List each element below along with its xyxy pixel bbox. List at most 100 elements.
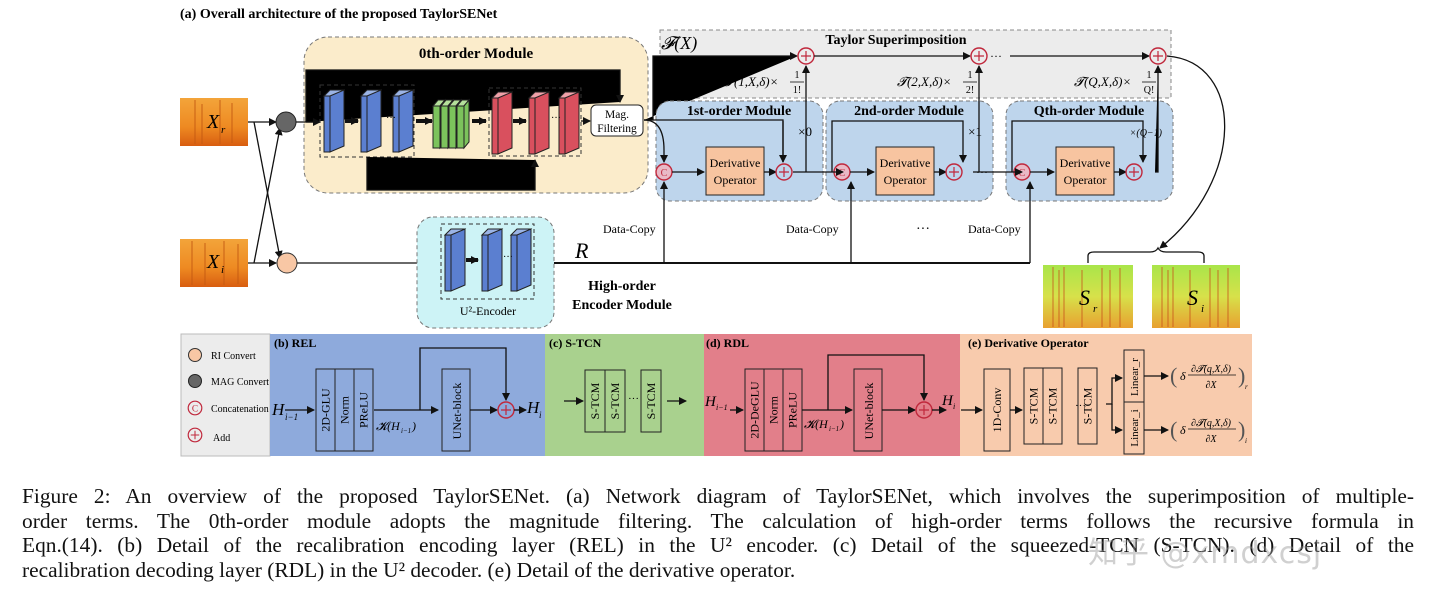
concatenation-legend-icon: C: [187, 400, 203, 416]
layer-block: S-TCM: [1042, 367, 1063, 445]
svg-text:Operator: Operator: [1064, 173, 1107, 187]
xi-subscript: i: [221, 264, 224, 276]
multiplier-label: ×1: [968, 124, 982, 139]
svg-text:): ): [411, 419, 416, 433]
layer-block: S-TCM: [584, 369, 606, 433]
svg-text:r: r: [1093, 303, 1098, 315]
svg-text:S-TCM: S-TCM: [1081, 387, 1095, 424]
legend: RI Convert MAG Convert C Concatenation A…: [180, 333, 271, 457]
svg-text:i−1: i−1: [829, 425, 839, 433]
architecture-diagram: C (a) Overall architecture of the propos…: [180, 7, 1252, 457]
svg-text:r: r: [1245, 383, 1248, 391]
svg-text:Norm: Norm: [767, 395, 781, 424]
svg-text:···: ···: [503, 252, 513, 263]
svg-text:∂𝓣(q,X,δ): ∂𝓣(q,X,δ): [1191, 364, 1232, 375]
encoder-blocks: ···: [322, 89, 415, 153]
svg-text:H: H: [941, 393, 954, 409]
mag-filtering-block: [590, 104, 644, 137]
derivative-operator-block: [705, 146, 765, 196]
mag-convert-legend-icon: [188, 374, 202, 388]
svg-text:1: 1: [795, 70, 800, 81]
output-formula-r: ( δ ∂𝓣(q,X,δ) ∂X ) r: [1170, 363, 1248, 391]
svg-text:···: ···: [990, 49, 1002, 63]
stcn-blocks: [431, 98, 471, 150]
panel-a-title: (a) Overall architecture of the proposed…: [180, 7, 498, 22]
encoder-label: U²-Encoder: [339, 70, 395, 84]
data-copy-label-1: Data-Copy: [603, 222, 656, 236]
xi-label: X: [206, 251, 220, 273]
output-spectrogram-sr: S r: [1043, 265, 1133, 328]
svg-text:S: S: [1079, 285, 1090, 310]
layer-block: Norm: [334, 368, 355, 452]
mag-filter-label-1: Mag.: [605, 109, 629, 121]
svg-text:𝓣(1,X,δ)×: 𝓣(1,X,δ)×: [724, 74, 778, 89]
svg-text:PReLU: PReLU: [786, 392, 800, 428]
svg-text:2D-DeGLU: 2D-DeGLU: [748, 381, 762, 439]
svg-text:S-TCM: S-TCM: [644, 382, 658, 419]
unet-block-label: UNet-block: [450, 383, 464, 440]
svg-text:Derivative: Derivative: [1060, 156, 1111, 170]
ri-convert-icon: [276, 252, 298, 274]
svg-text:(: (: [1170, 363, 1177, 388]
multiplier-label: ×0: [798, 124, 812, 139]
zeroth-order-module: 0th-order Module U²-Encoder ··· S-TCN U²…: [296, 36, 649, 194]
layer-block: 2D-GLU: [315, 368, 336, 452]
svg-text:1!: 1!: [793, 85, 801, 96]
svg-text:∂X: ∂X: [1205, 434, 1217, 445]
svg-text:∂𝓣(q,X,δ): ∂𝓣(q,X,δ): [1191, 418, 1232, 429]
ellipsis: ···: [916, 222, 930, 237]
svg-text:2D-GLU: 2D-GLU: [319, 388, 333, 432]
output-formula-i: ( δ ∂𝓣(q,X,δ) ∂X ) i: [1170, 417, 1247, 445]
svg-text:···: ···: [386, 113, 396, 124]
svg-text:···: ···: [1075, 400, 1086, 412]
svg-text:i: i: [1201, 303, 1204, 315]
svg-text:1: 1: [968, 70, 973, 81]
output-spectrogram-si: S i: [1152, 265, 1240, 328]
panel-d-title: (d) RDL: [706, 336, 749, 350]
svg-text:i−1: i−1: [401, 427, 411, 435]
svg-text:i−1: i−1: [716, 403, 728, 412]
svg-text:(: (: [1170, 417, 1177, 442]
figure-caption: Figure 2: An overview of the proposed Ta…: [22, 484, 1414, 582]
zeroth-module-title: 0th-order Module: [419, 46, 534, 62]
svg-text:): ): [1238, 417, 1245, 442]
svg-text:S: S: [1187, 285, 1198, 310]
svg-text:i: i: [1245, 437, 1247, 445]
order-module-title: 2nd-order Module: [854, 104, 964, 119]
derivative-operator-block: [1055, 146, 1115, 196]
panel-c-title: (c) S-TCN: [549, 336, 602, 350]
fx-label: 𝓕(X): [661, 33, 697, 54]
svg-text:δ: δ: [1180, 369, 1186, 383]
svg-text:∂X: ∂X: [1205, 380, 1217, 391]
data-copy-label-3: Data-Copy: [968, 222, 1021, 236]
svg-text:···: ···: [976, 165, 988, 179]
svg-text:S-TCM: S-TCM: [588, 382, 602, 419]
caption-line-2: order terms. The 0th-order module adopts…: [22, 508, 1414, 533]
xr-label: X: [206, 111, 220, 133]
skip-connections-label: Skip Connections: [412, 172, 497, 186]
order-module-title: 1st-order Module: [687, 104, 791, 119]
layer-block: S-TCM: [640, 369, 662, 433]
svg-text:S-TCM: S-TCM: [1027, 387, 1041, 424]
svg-text:Operator: Operator: [714, 173, 757, 187]
svg-text:): ): [1238, 363, 1245, 388]
svg-text:δ: δ: [1180, 423, 1186, 437]
decoder-blocks: ···: [490, 91, 581, 155]
svg-text:H: H: [271, 400, 286, 419]
taylor-term-q: 𝓣(Q,X,δ)× 1 Q!: [1074, 70, 1156, 96]
svg-text:1: 1: [1147, 70, 1152, 81]
caption-line-3: Eqn.(14). (b) Detail of the recalibratio…: [22, 533, 1414, 557]
svg-text:): ): [839, 417, 844, 431]
layer-block: S-TCM: [1023, 367, 1044, 445]
decoder-label: U²-Decoder: [507, 73, 564, 87]
legend-label-add: Add: [213, 433, 230, 444]
svg-text:i: i: [953, 402, 955, 411]
svg-text:Derivative: Derivative: [880, 156, 931, 170]
derivative-operator-block: [875, 146, 935, 196]
layer-block: PReLU: [782, 368, 803, 452]
